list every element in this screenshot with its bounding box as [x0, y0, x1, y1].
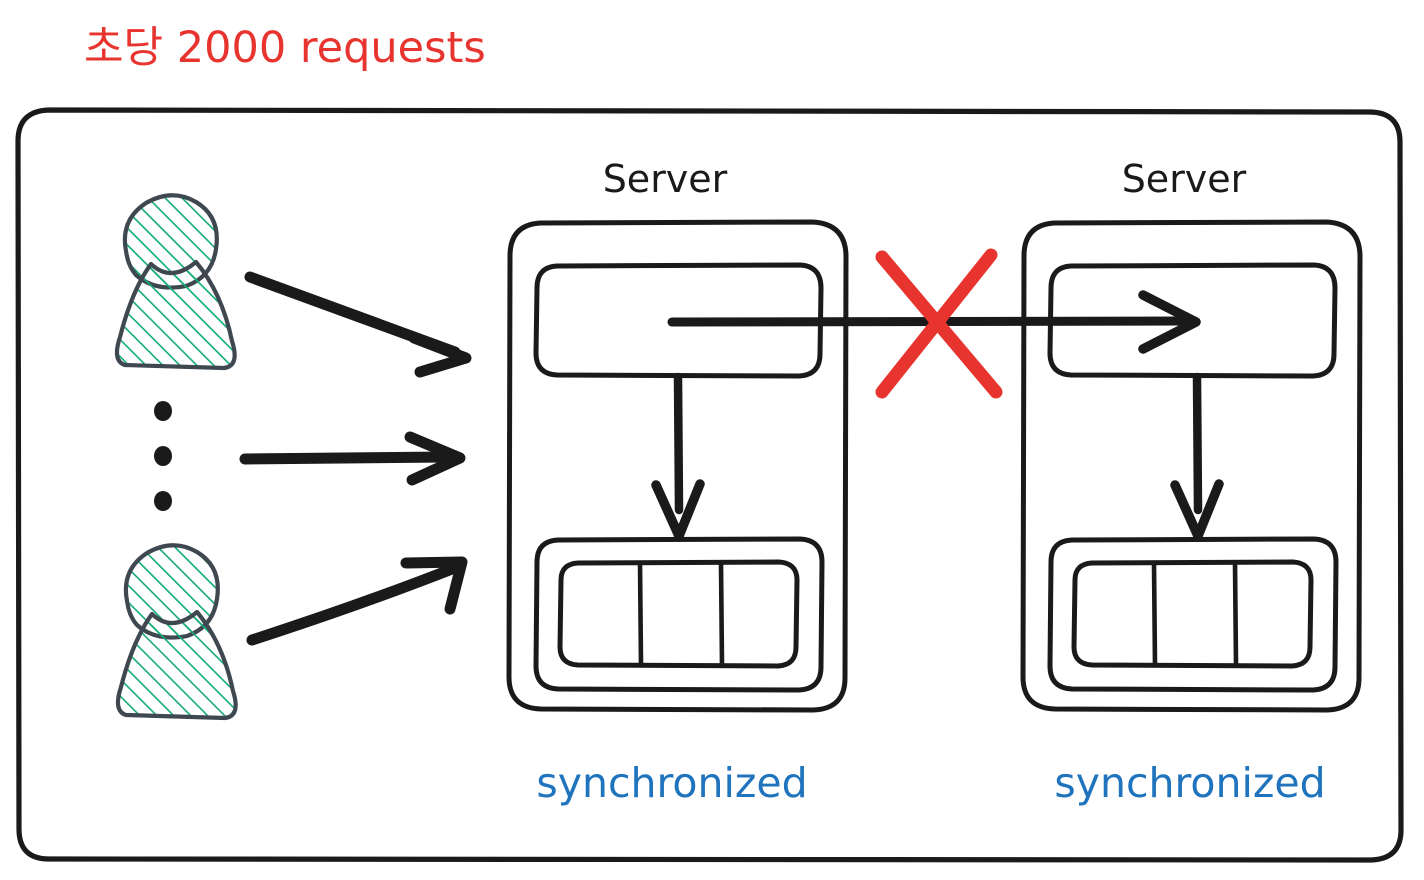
app-box-right: [1047, 262, 1338, 379]
server-to-server-sync-arrow: [667, 290, 1201, 354]
ellipsis-dot: [154, 401, 172, 421]
server-title-left: Server: [603, 157, 728, 201]
app-box-right-outline: [1047, 262, 1338, 379]
write-arrow-left: [651, 372, 705, 541]
ellipsis-dot: [154, 446, 172, 466]
database-left-outer: [533, 536, 825, 693]
request-arrow-bottom: [246, 556, 468, 646]
database-right-outer: [1047, 536, 1339, 693]
app-box-left: [533, 262, 824, 379]
database-left: [533, 536, 825, 693]
database-left-divider: [718, 560, 725, 668]
server-title-right: Server: [1122, 157, 1247, 201]
page-title: 초당 2000 requests: [84, 23, 486, 73]
database-right-divider: [1151, 560, 1158, 668]
database-right-inner: [1071, 559, 1314, 669]
database-left-inner: [557, 559, 800, 669]
sync-blocked-x-icon: [875, 248, 1003, 399]
client-figure-top: [114, 193, 237, 371]
request-arrow-top: [244, 271, 472, 378]
database-left-divider: [637, 560, 644, 668]
system-boundary: [15, 107, 1404, 863]
request-arrow-middle: [239, 431, 466, 486]
client-body-top: [114, 259, 237, 371]
server-box-right: [1020, 219, 1363, 713]
app-box-left-outline: [533, 262, 824, 379]
ellipsis-dot: [154, 491, 172, 511]
database-right: [1047, 536, 1339, 693]
status-label-left: synchronized: [536, 759, 807, 807]
client-ellipsis: [154, 401, 172, 511]
server-left-outline: [506, 219, 849, 713]
client-body-bottom: [115, 609, 238, 721]
server-right-outline: [1020, 219, 1363, 713]
database-right-divider: [1232, 560, 1239, 668]
server-box-left: [506, 219, 849, 713]
write-arrow-right: [1170, 372, 1224, 541]
client-figure-bottom: [115, 543, 238, 721]
system-boundary-outline: [15, 107, 1404, 863]
status-label-right: synchronized: [1054, 759, 1325, 807]
